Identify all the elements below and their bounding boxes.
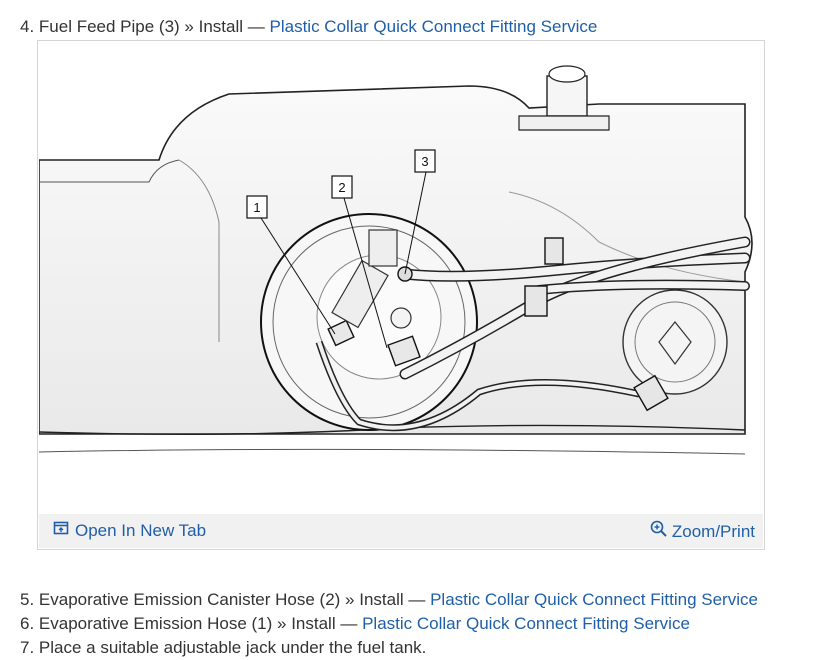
step-separator: —	[247, 17, 265, 36]
figure-toolbar: Open In New Tab Zoom/Print	[39, 514, 763, 548]
step-text: Evaporative Emission Canister Hose (2) »…	[38, 590, 404, 609]
step-text: Fuel Feed Pipe (3) » Install	[38, 17, 244, 36]
step-5: 5. Evaporative Emission Canister Hose (2…	[20, 589, 758, 611]
step-separator: —	[340, 614, 358, 633]
step-separator: —	[408, 590, 426, 609]
fuel-tank-figure: 1 2 3 Open In New Tab	[37, 40, 765, 550]
open-in-new-tab-label: Open In New Tab	[75, 520, 207, 540]
step-number: 7.	[20, 638, 35, 657]
step-number: 6.	[20, 614, 35, 633]
svg-text:1: 1	[253, 200, 260, 215]
zoom-print-label: Zoom/Print	[671, 521, 755, 541]
quick-connect-fitting-link[interactable]: Plastic Collar Quick Connect Fitting Ser…	[362, 614, 690, 633]
svg-text:2: 2	[338, 180, 345, 195]
callout-2: 2	[331, 175, 353, 199]
zoom-print-button[interactable]: Zoom/Print	[650, 520, 755, 543]
step-number: 4.	[20, 17, 35, 36]
open-in-new-tab-icon	[53, 520, 69, 541]
callout-1: 1	[246, 195, 268, 219]
step-7: 7. Place a suitable adjustable jack unde…	[20, 637, 426, 659]
step-number: 5.	[20, 590, 35, 609]
step-4: 4. Fuel Feed Pipe (3) » Install — Plasti…	[20, 16, 597, 38]
callout-3: 3	[414, 149, 436, 173]
open-in-new-tab-button[interactable]: Open In New Tab	[53, 520, 206, 541]
quick-connect-fitting-link[interactable]: Plastic Collar Quick Connect Fitting Ser…	[430, 590, 758, 609]
fuel-tank-illustration: 1 2 3	[39, 65, 753, 455]
svg-text:3: 3	[421, 154, 428, 169]
quick-connect-fitting-link[interactable]: Plastic Collar Quick Connect Fitting Ser…	[269, 17, 598, 36]
step-text: Place a suitable adjustable jack under t…	[38, 638, 427, 657]
step-6: 6. Evaporative Emission Hose (1) » Insta…	[20, 613, 690, 635]
zoom-in-icon	[650, 520, 668, 543]
step-text: Evaporative Emission Hose (1) » Install	[38, 614, 336, 633]
